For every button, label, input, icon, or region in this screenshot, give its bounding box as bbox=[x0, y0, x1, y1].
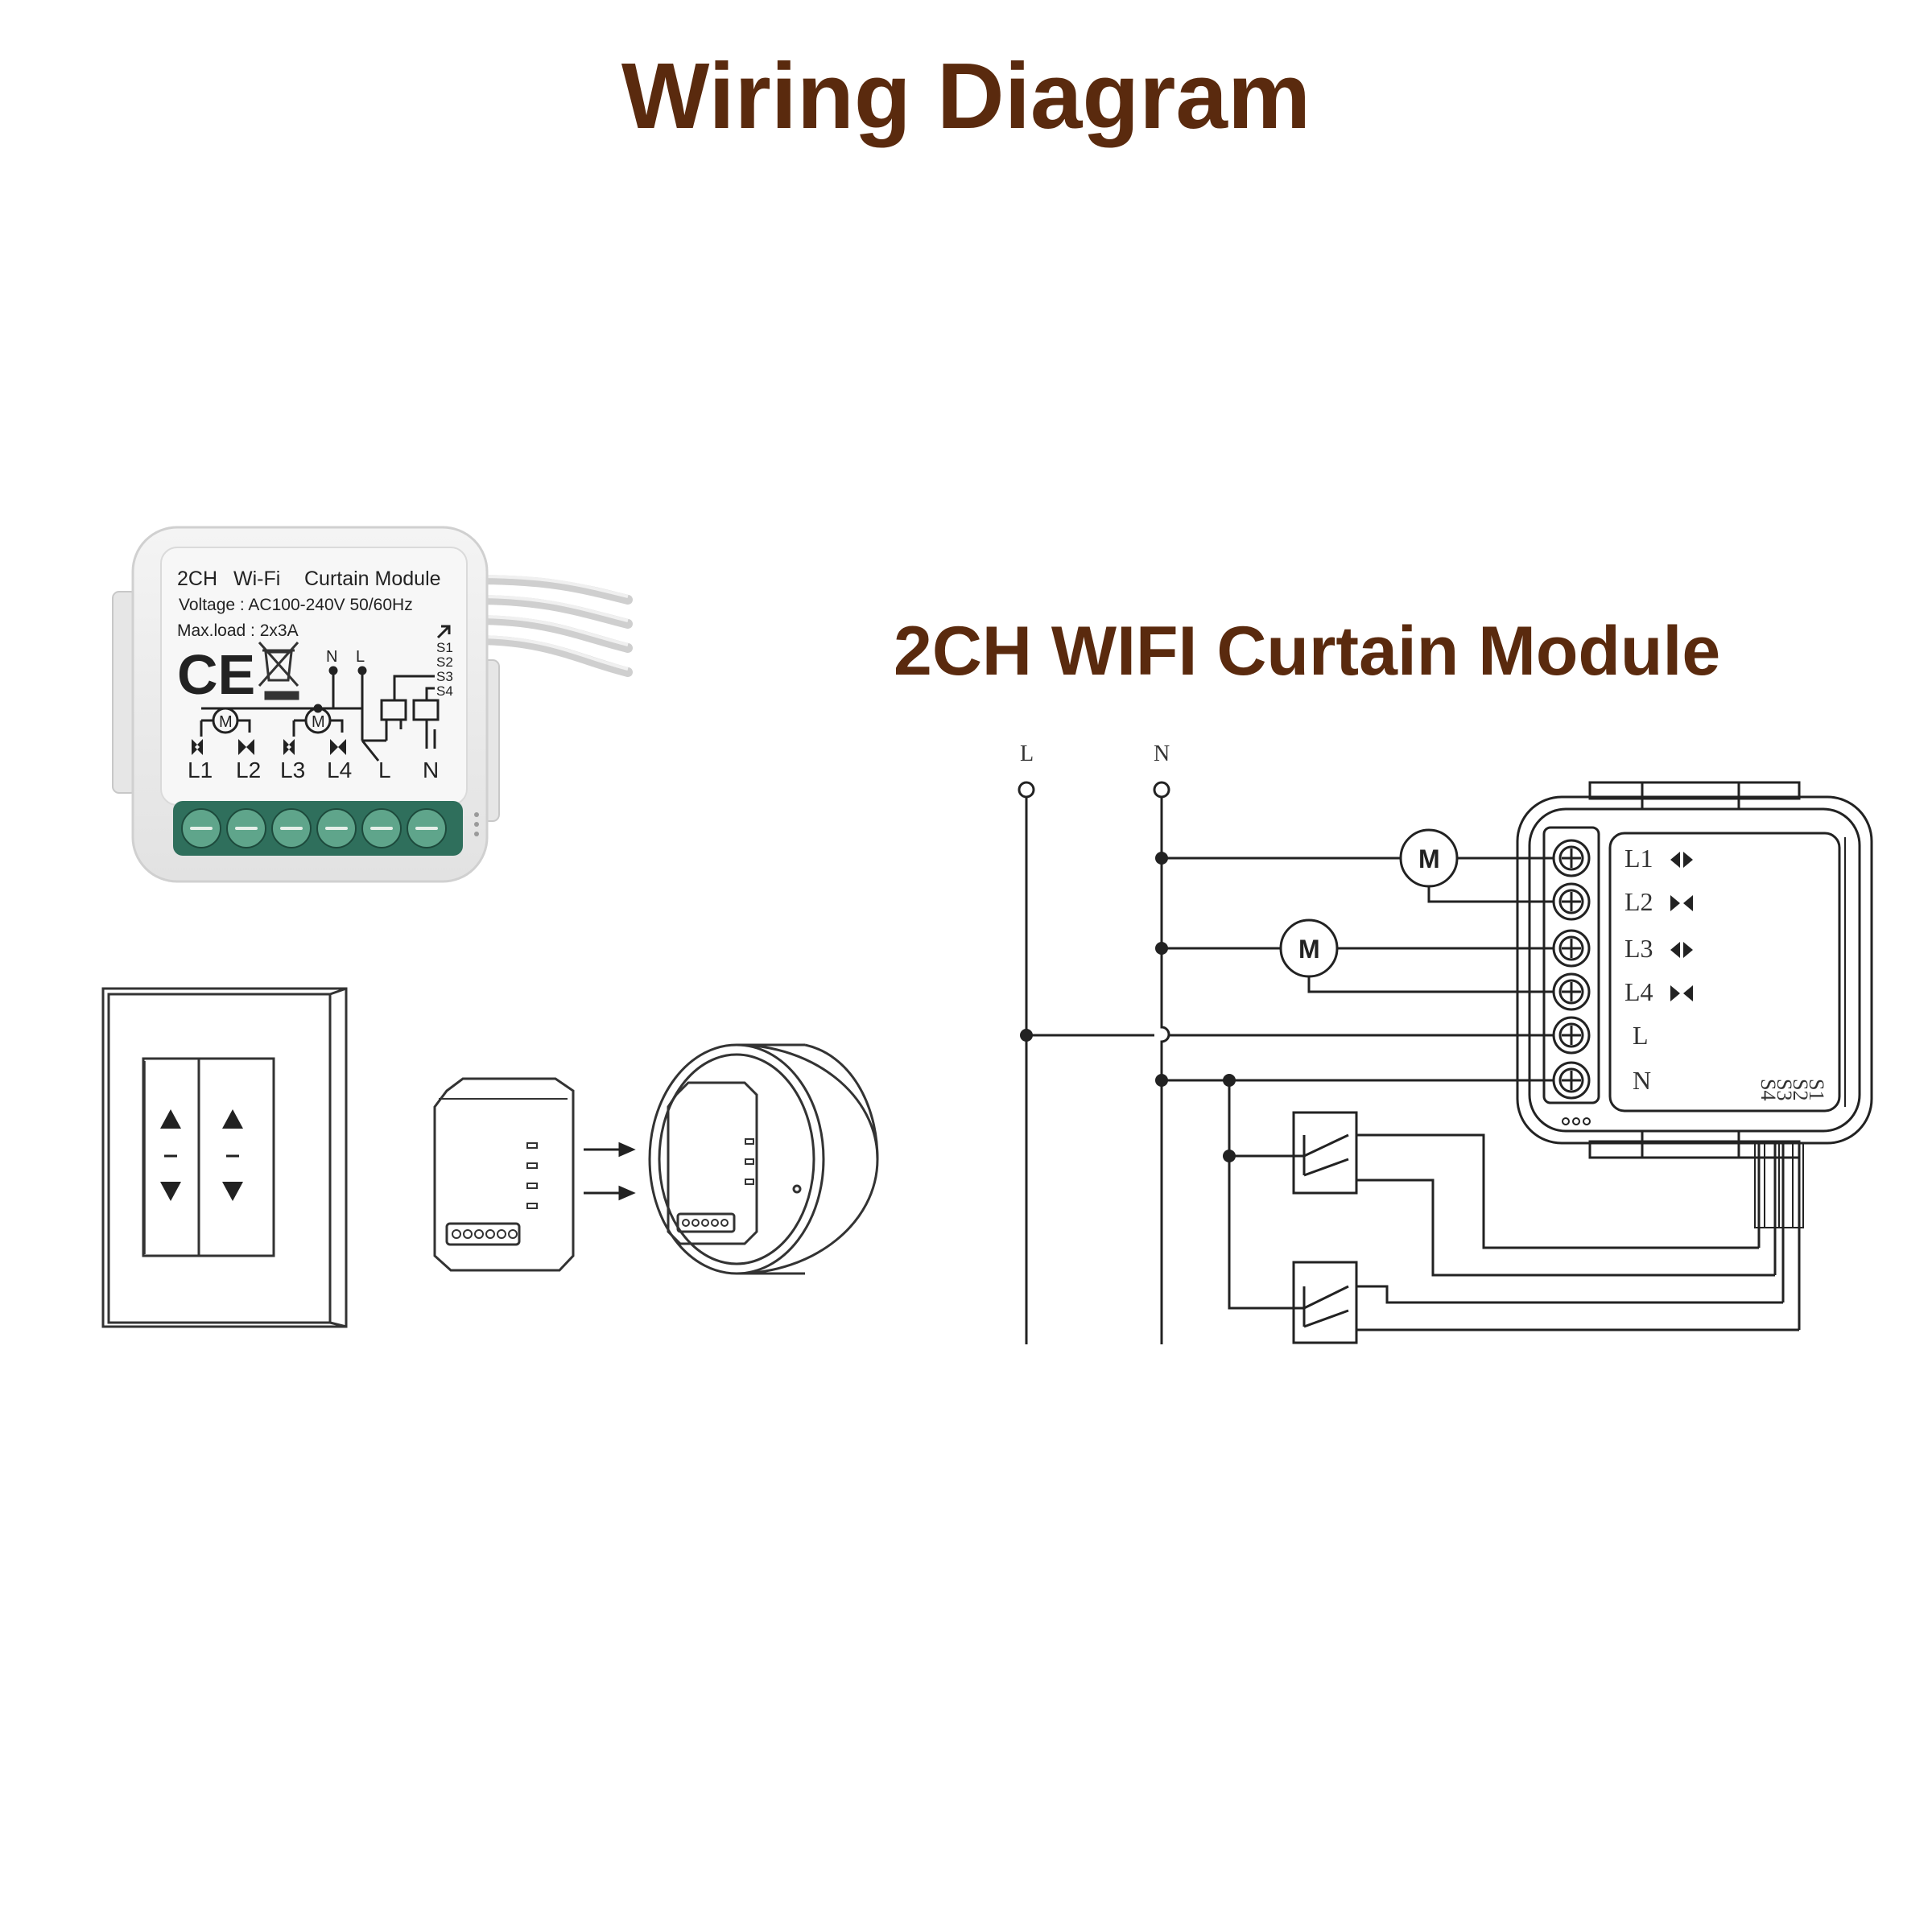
motor-2-label: M bbox=[1298, 935, 1320, 964]
module-label-voltage: Voltage : AC100-240V 50/60Hz bbox=[179, 596, 413, 614]
bus-label-n: N bbox=[1154, 741, 1170, 766]
wifi-arrow-icon bbox=[436, 625, 451, 639]
module-label-2ch: 2CH bbox=[177, 568, 217, 590]
terminal-label-l3: L3 bbox=[1624, 934, 1653, 963]
schematic-module bbox=[1516, 781, 1873, 1159]
close-arrows-icon bbox=[1670, 985, 1693, 1001]
module-bottom-label-l1: L1 bbox=[188, 758, 213, 782]
module-motor-1-label: M bbox=[219, 713, 233, 731]
motor-1-label: M bbox=[1418, 844, 1440, 873]
module-sketch bbox=[433, 1077, 575, 1272]
terminal-label-l1: L1 bbox=[1624, 844, 1653, 873]
module-photo: 2CH Wi-Fi Curtain Module Voltage : AC100… bbox=[112, 526, 633, 883]
module-motor-2-label: M bbox=[312, 713, 325, 731]
module-top-label-l: L bbox=[356, 648, 365, 666]
terminal-label-l4: L4 bbox=[1624, 977, 1653, 1006]
switch-2 bbox=[1292, 1261, 1358, 1344]
open-arrows-icon bbox=[1670, 852, 1693, 868]
terminal-label-n: N bbox=[1633, 1066, 1651, 1095]
module-bottom-label-l3: L3 bbox=[280, 758, 305, 782]
module-bottom-label-n: N bbox=[423, 758, 439, 782]
schematic-direction-icons bbox=[1670, 852, 1693, 1001]
switch-terminal-s1: S1 bbox=[1805, 1079, 1828, 1100]
insert-arrows bbox=[584, 1141, 636, 1201]
module-mini-schematic bbox=[200, 666, 440, 762]
module-label-maxload: Max.load : 2x3A bbox=[177, 621, 299, 640]
module-switch-label-s3: S3 bbox=[436, 669, 453, 684]
weee-bin-icon bbox=[258, 642, 299, 700]
terminal-label-l: L bbox=[1633, 1021, 1649, 1050]
up-triangle-icon bbox=[160, 1109, 243, 1129]
module-switch-label-s2: S2 bbox=[436, 654, 453, 670]
module-switch-label-s4: S4 bbox=[436, 683, 453, 699]
module-bottom-label-l2: L2 bbox=[236, 758, 261, 782]
page-title: Wiring Diagram bbox=[621, 43, 1311, 148]
module-top-label-n: N bbox=[326, 648, 337, 666]
module-title: 2CH WIFI Curtain Module bbox=[894, 613, 1721, 690]
open-arrows-icon bbox=[192, 739, 295, 755]
module-bottom-label-l: L bbox=[378, 758, 391, 782]
module-label-curtain: Curtain Module bbox=[304, 568, 441, 590]
wall-switch-illustration bbox=[101, 987, 348, 1328]
module-bottom-label-l4: L4 bbox=[327, 758, 352, 782]
schematic bbox=[1018, 781, 1873, 1344]
ce-mark: CE bbox=[177, 643, 255, 706]
down-triangle-icon bbox=[160, 1182, 243, 1201]
module-label-wifi: Wi-Fi bbox=[233, 568, 280, 590]
close-arrows-icon bbox=[238, 739, 346, 755]
switch-1 bbox=[1292, 1111, 1358, 1195]
terminal-label-l2: L2 bbox=[1624, 887, 1653, 916]
switch-terminal-s3: S3 bbox=[1773, 1079, 1796, 1100]
module-switch-label-s1: S1 bbox=[436, 640, 453, 655]
junction-box-sketch bbox=[648, 1043, 879, 1275]
module-wires bbox=[470, 575, 633, 677]
switch-terminal-s2: S2 bbox=[1789, 1079, 1812, 1100]
bus-label-l: L bbox=[1020, 741, 1034, 766]
switch-terminal-s4: S4 bbox=[1757, 1079, 1780, 1100]
open-arrows-icon bbox=[1670, 942, 1693, 958]
bus-n-line bbox=[1160, 797, 1170, 1344]
close-arrows-icon bbox=[1670, 895, 1693, 911]
